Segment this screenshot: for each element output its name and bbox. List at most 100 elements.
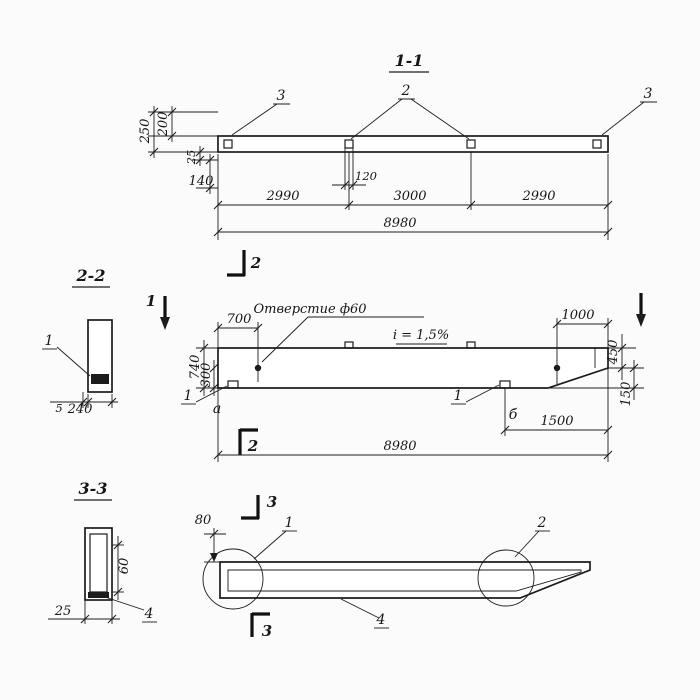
anchor-plate xyxy=(466,341,476,349)
hole-mark xyxy=(553,364,561,372)
callout-label: 1 xyxy=(184,388,193,404)
beam-plan-inner xyxy=(227,569,582,592)
hole-right xyxy=(553,350,561,384)
slope-label: i = 1,5% xyxy=(393,328,449,343)
section-3-3: 3-3 60 25 4 xyxy=(48,479,157,624)
detail-circle-right xyxy=(477,549,535,607)
anchor-plate xyxy=(344,341,354,349)
anchor-plate xyxy=(223,139,233,149)
callout-label: 3 xyxy=(277,88,286,104)
beam-elevation xyxy=(217,347,609,389)
dim-700: 700 xyxy=(213,312,263,354)
leader-line xyxy=(253,530,287,560)
dims-section-2-2: 5 240 xyxy=(50,392,118,417)
dim-label: 300 xyxy=(199,363,214,388)
dim-140: 140 xyxy=(189,174,214,189)
arrow-down-icon xyxy=(210,553,218,562)
dim-label: 450 xyxy=(606,340,621,366)
detail-circle-left xyxy=(202,548,264,610)
section-marker-3-bottom: 3 xyxy=(250,612,272,640)
section-marker-label: 3 xyxy=(267,493,277,511)
section-3-3-profile xyxy=(84,527,113,601)
leader-line xyxy=(101,595,145,611)
callout-label: 2 xyxy=(537,515,547,531)
hole-mark xyxy=(254,364,262,372)
plan-view: 3 80 1 2 4 xyxy=(195,493,591,640)
dim-240: 240 xyxy=(67,402,93,417)
dim-label: 25 xyxy=(54,604,72,619)
leader-line xyxy=(231,103,278,136)
hole-left xyxy=(254,354,262,382)
dim-60: 60 xyxy=(112,536,132,600)
dim-label: 700 xyxy=(227,312,252,327)
dims-left-vertical: 250 200 25 140 xyxy=(138,106,218,194)
callout-item2-mid: 2 xyxy=(350,83,470,140)
section-marker-label: 2 xyxy=(250,254,261,272)
callout-label: 3 xyxy=(644,86,653,102)
hole-label: Отверстие ф60 xyxy=(253,302,366,317)
dims-bottom-chain: 120 2990 3000 2990 8980 xyxy=(213,148,613,240)
arrow-down-icon xyxy=(636,314,646,327)
callout-item1: 1 xyxy=(42,333,91,377)
anchor-plate xyxy=(592,139,602,149)
section-2-2: 2-2 1 5 240 xyxy=(42,266,118,417)
leader-line xyxy=(350,98,403,140)
dim-label: 60 xyxy=(117,558,132,575)
dim-label: 1000 xyxy=(561,308,594,323)
section-marker-3-top: 3 xyxy=(241,493,277,520)
dim-label: 80 xyxy=(195,513,212,528)
dim-3000: 3000 xyxy=(393,189,426,204)
hole-callout: Отверстие ф60 xyxy=(253,302,424,363)
leader-line xyxy=(261,316,309,363)
dim-450: 450 xyxy=(606,334,644,380)
dim-740: 740 xyxy=(188,340,218,396)
bottom-flange xyxy=(88,592,109,598)
leader-line xyxy=(410,98,470,140)
view-1-1: 1-1 3 2 3 xyxy=(138,51,657,240)
callout-item4: 4 xyxy=(101,595,157,623)
leader-line xyxy=(195,385,228,403)
arrow-down-icon xyxy=(160,317,170,330)
callout-item1-left: 1 xyxy=(181,385,228,405)
section-marker-2-bottom: 2 xyxy=(238,428,258,455)
dim-label: 8980 xyxy=(383,439,416,454)
leader-line xyxy=(56,346,91,377)
dim-120: 120 xyxy=(355,169,377,183)
dim-1500: 1500 xyxy=(500,368,613,462)
dim-5: 5 xyxy=(55,401,62,415)
callout-label: 2 xyxy=(401,83,411,99)
section-marker-label: 2 xyxy=(247,437,258,455)
dim-250: 250 xyxy=(138,119,153,145)
section-marker-label: 3 xyxy=(262,622,272,640)
callout-item3-left: 3 xyxy=(231,88,290,136)
section-2-2-title: 2-2 xyxy=(76,266,106,285)
support-pad-left xyxy=(227,380,239,389)
beam-plan xyxy=(219,561,591,599)
dim-2990-left: 2990 xyxy=(265,189,299,204)
section-3-3-title: 3-3 xyxy=(79,479,108,498)
anchor-plate xyxy=(466,139,476,149)
dim-total-8980: 8980 xyxy=(383,216,416,231)
callout-item1: 1 xyxy=(253,515,297,560)
dim-2990-right: 2990 xyxy=(521,189,555,204)
beam-top-view xyxy=(217,135,609,153)
leader-line xyxy=(601,101,645,136)
callout-label: 1 xyxy=(285,515,294,531)
callout-item3-right: 3 xyxy=(601,86,657,136)
dim-200: 200 xyxy=(156,112,171,138)
callout-label: 4 xyxy=(144,606,154,622)
callout-label: 1 xyxy=(45,333,54,349)
leader-line xyxy=(340,598,380,619)
callout-label: 4 xyxy=(376,612,386,628)
callout-label: 1 xyxy=(454,388,463,404)
embedded-item-1 xyxy=(91,374,109,384)
dim-25: 25 xyxy=(184,150,198,166)
callout-item4: 4 xyxy=(340,598,389,629)
gap-label-b: б xyxy=(509,407,518,423)
section-marker-label: 1 xyxy=(146,292,156,310)
section-marker-1-left: 1 xyxy=(146,292,170,330)
dim-total-8980: 8980 xyxy=(213,388,613,462)
dim-25: 25 xyxy=(48,600,120,624)
